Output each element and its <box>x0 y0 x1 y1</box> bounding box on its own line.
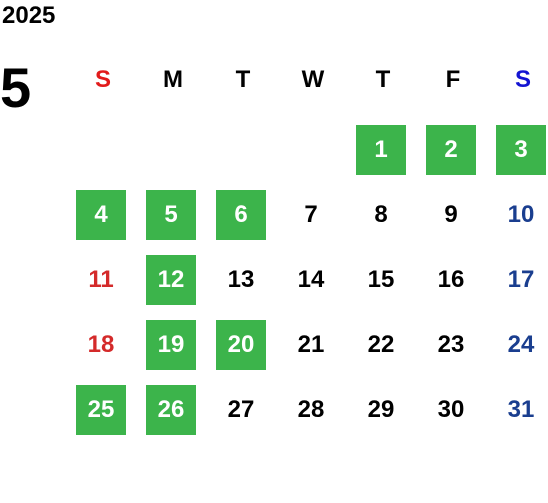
day-cell-highlighted[interactable]: 6 <box>216 190 266 240</box>
day-cell[interactable]: 29 <box>367 396 395 423</box>
weekday-label: M <box>163 66 183 93</box>
weekday-label: S <box>514 66 531 93</box>
day-cell-highlighted[interactable]: 3 <box>496 125 546 175</box>
weekday-label: T <box>375 66 391 93</box>
day-cell[interactable]: 9 <box>444 201 458 228</box>
day-cell[interactable]: 10 <box>507 201 535 228</box>
day-cell-highlighted[interactable]: 12 <box>146 255 196 305</box>
day-cell[interactable]: 22 <box>367 331 395 358</box>
day-cell-highlighted[interactable]: 26 <box>146 385 196 435</box>
day-cell[interactable]: 21 <box>297 331 325 358</box>
day-cell-highlighted[interactable]: 4 <box>76 190 126 240</box>
weekday-label: W <box>301 66 325 93</box>
day-cell[interactable]: 17 <box>507 266 535 293</box>
day-cell[interactable]: 7 <box>304 201 318 228</box>
day-cell[interactable]: 31 <box>507 396 535 423</box>
day-cell[interactable]: 13 <box>227 266 255 293</box>
week-row: 11 12 13 14 15 16 17 <box>68 255 548 320</box>
day-cell[interactable]: 8 <box>374 201 388 228</box>
day-cell[interactable]: 27 <box>227 396 255 423</box>
month-number: 5 <box>0 56 32 119</box>
weekday-label: S <box>94 66 111 93</box>
weekday-label: T <box>235 66 251 93</box>
year-label: 2025 <box>2 2 56 29</box>
day-cell-highlighted[interactable]: 1 <box>356 125 406 175</box>
day-cell[interactable]: 23 <box>437 331 465 358</box>
day-cell[interactable]: 30 <box>437 396 465 423</box>
weekday-label: F <box>445 66 461 93</box>
day-cell-highlighted[interactable]: 19 <box>146 320 196 370</box>
day-cell[interactable]: 18 <box>87 331 115 358</box>
day-cell[interactable]: 14 <box>297 266 325 293</box>
week-row: 25 26 27 28 29 30 31 <box>68 385 548 450</box>
week-row: 18 19 20 21 22 23 24 <box>68 320 548 385</box>
day-cell-highlighted[interactable]: 2 <box>426 125 476 175</box>
day-cell-highlighted[interactable]: 5 <box>146 190 196 240</box>
day-cell[interactable]: 15 <box>367 266 395 293</box>
day-cell[interactable]: 11 <box>88 266 114 293</box>
day-cell[interactable]: 24 <box>507 331 535 358</box>
day-cell[interactable]: 28 <box>297 396 325 423</box>
day-cell-highlighted[interactable]: 25 <box>76 385 126 435</box>
day-cell-highlighted[interactable]: 20 <box>216 320 266 370</box>
day-cell[interactable]: 16 <box>437 266 465 293</box>
